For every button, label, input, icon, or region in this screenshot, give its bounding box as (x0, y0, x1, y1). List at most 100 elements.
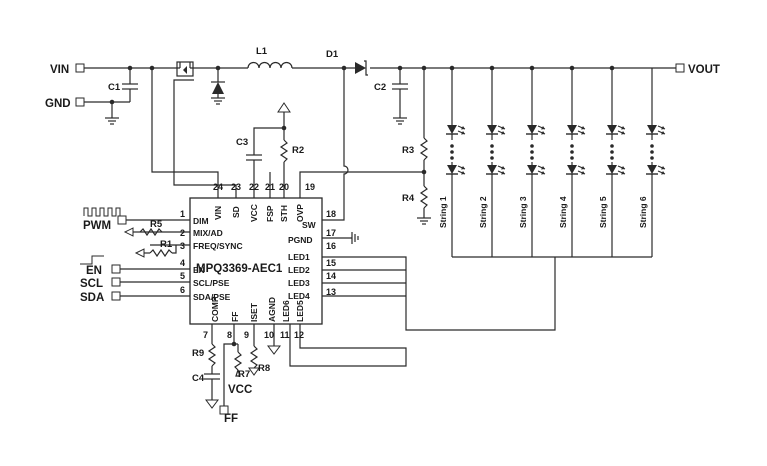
pin-label: SCL/PSE (193, 278, 230, 288)
ic-bottom-pins: COMP FF ISET AGND LED6 LED5 7 8 9 10 11 … (203, 296, 305, 340)
string-label-5: String 5 (598, 196, 608, 228)
pin-label: SDA/PSE (193, 292, 231, 302)
string-label-1: String 1 (438, 196, 448, 228)
pin-label: DIM (193, 216, 209, 226)
pin-label: PGND (288, 235, 313, 245)
pin-num: 22 (249, 182, 259, 192)
net-label-sda: SDA (80, 292, 104, 304)
pin-label: MIX/AD (193, 228, 223, 238)
net-label-vcc-bottom: VCC (228, 384, 252, 396)
pin-label: STH (279, 205, 289, 222)
pin-num: 7 (203, 330, 208, 340)
agnd-ground (267, 324, 281, 355)
led-diode-icon (486, 125, 506, 135)
ref-r3: R3 (402, 145, 414, 156)
ref-r1: R1 (160, 239, 173, 250)
pin-num: 2 (180, 228, 185, 238)
ic-right-pins: 18 17 16 15 14 13 SW PGND LED1 LED2 LED3… (288, 209, 359, 301)
string-label-3: String 3 (518, 196, 528, 228)
resistor-divider (299, 68, 431, 225)
pin-label: AGND (267, 297, 277, 322)
capacitor-c2 (392, 68, 408, 125)
pin-num: 16 (326, 241, 336, 251)
pin-label: LED4 (288, 291, 310, 301)
pin-num: 12 (294, 330, 304, 340)
led-string-1 (450, 68, 454, 257)
pin-label: OVP (295, 204, 305, 222)
led-diode-icon (606, 125, 626, 135)
ref-r7: R7 (238, 369, 250, 380)
led-diode-icon (566, 125, 586, 135)
pin-label: VIN (213, 206, 223, 220)
pin-num: 18 (326, 209, 336, 219)
led-string-6 (650, 68, 654, 257)
led-string-5 (610, 68, 614, 257)
iset-network (248, 324, 260, 376)
led-string-2 (490, 68, 494, 257)
net-label-gnd: GND (45, 98, 71, 110)
pin-num: 5 (180, 271, 185, 281)
pin-label: VCC (249, 204, 259, 222)
diode-d1 (355, 60, 368, 76)
pin-num: 10 (264, 330, 274, 340)
pin-label: LED5 (295, 300, 305, 322)
led-diode-icon (606, 165, 626, 175)
pin-num: 17 (326, 228, 336, 238)
ref-c4: C4 (192, 373, 205, 384)
pin-num: 24 (213, 182, 223, 192)
pin-num: 6 (180, 285, 185, 295)
pin-num: 14 (326, 271, 336, 281)
port-gnd (75, 97, 85, 107)
comp-network (204, 324, 220, 409)
pin-label: LED6 (281, 300, 291, 322)
ic-left-pins: 1 2 3 4 5 6 DIM MIX/AD FREQ/SYNC EN SCL/… (120, 209, 243, 302)
pin-label: SW (302, 220, 317, 230)
ref-r2: R2 (292, 145, 304, 156)
port-scl (111, 277, 121, 287)
wire-vin-pin24 (151, 68, 219, 198)
mosfet-switch (173, 61, 237, 198)
pin-num: 23 (231, 182, 241, 192)
gnd-net (84, 99, 130, 125)
led-diode-icon (646, 125, 666, 135)
ref-r9: R9 (192, 348, 204, 359)
port-sda (111, 291, 121, 301)
pin-num: 1 (180, 209, 185, 219)
led-diode-icon (486, 165, 506, 175)
led-diode-icon (646, 165, 666, 175)
string-label-2: String 2 (478, 196, 488, 228)
net-label-vout: VOUT (688, 64, 720, 76)
ref-d1: D1 (326, 49, 339, 60)
capacitor-c1 (122, 68, 138, 102)
net-label-ff: FF (224, 413, 238, 425)
ref-l1: L1 (256, 46, 268, 57)
port-en (111, 264, 121, 274)
pin-label: FSP (265, 205, 275, 222)
vcc-sth-network (246, 102, 291, 198)
led-diode-icon (446, 125, 466, 135)
ref-r5: R5 (150, 219, 163, 230)
pin-label: COMP (210, 296, 220, 322)
pin-label: LED1 (288, 252, 310, 262)
string-label-4: String 4 (558, 196, 568, 228)
net-label-scl: SCL (80, 278, 103, 290)
string-label-6: String 6 (638, 196, 648, 228)
pin-label: SD (231, 206, 241, 218)
led-string-3 (530, 68, 534, 257)
led-diode-icon (446, 165, 466, 175)
pin-num: 4 (180, 258, 185, 268)
resistor-r5 (123, 227, 163, 237)
pin-num: 3 (180, 241, 185, 251)
led-diode-icon (566, 165, 586, 175)
inductor-l1 (247, 61, 293, 69)
net-label-vin: VIN (50, 64, 69, 76)
diode-ground (211, 68, 225, 105)
pin-label: ISET (249, 302, 259, 322)
wire-sw (322, 68, 349, 221)
led-strings (446, 68, 666, 258)
net-label-en: EN (86, 265, 102, 277)
ic-body (189, 197, 323, 325)
led-diode-icon (526, 125, 546, 135)
pin-num: 15 (326, 258, 336, 268)
